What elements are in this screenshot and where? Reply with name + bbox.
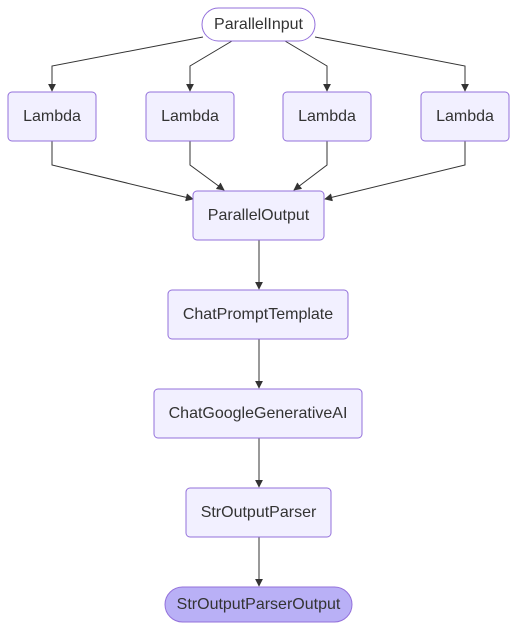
edge-lambda-1-to-parallel-output bbox=[51, 141, 194, 202]
node-parallel-input: ParallelInput bbox=[201, 7, 316, 42]
node-lambda-2-label: Lambda bbox=[161, 108, 219, 125]
edges bbox=[48, 36, 469, 587]
edge-parallel-input-to-lambda-3 bbox=[284, 40, 331, 92]
node-parallel-output-label: ParallelOutput bbox=[208, 207, 310, 224]
node-chat-prompt-template-label: ChatPromptTemplate bbox=[183, 306, 333, 323]
node-str-output-parser-output: StrOutputParserOutput bbox=[164, 586, 353, 623]
node-str-output-parser: StrOutputParser bbox=[185, 487, 332, 538]
node-lambda-1: Lambda bbox=[7, 91, 97, 142]
edge-lambda-3-to-parallel-output bbox=[293, 141, 328, 191]
node-lambda-4-label: Lambda bbox=[436, 108, 494, 125]
node-str-output-parser-output-label: StrOutputParserOutput bbox=[177, 596, 341, 613]
node-lambda-3-label: Lambda bbox=[298, 108, 356, 125]
node-lambda-3: Lambda bbox=[282, 91, 372, 142]
edge-parallel-input-to-lambda-4 bbox=[314, 36, 469, 92]
edge-lambda-4-to-parallel-output bbox=[324, 141, 466, 202]
edge-parallel-input-to-lambda-2 bbox=[186, 40, 233, 92]
node-chat-google-generative-ai: ChatGoogleGenerativeAI bbox=[153, 388, 363, 439]
node-lambda-2: Lambda bbox=[145, 91, 235, 142]
node-str-output-parser-label: StrOutputParser bbox=[201, 504, 317, 521]
node-parallel-input-label: ParallelInput bbox=[214, 16, 304, 33]
node-chat-prompt-template: ChatPromptTemplate bbox=[167, 289, 349, 340]
edge-lambda-2-to-parallel-output bbox=[189, 141, 225, 191]
node-lambda-1-label: Lambda bbox=[23, 108, 81, 125]
edge-parallel-input-to-lambda-1 bbox=[48, 36, 204, 92]
node-lambda-4: Lambda bbox=[420, 91, 510, 142]
node-chat-google-generative-ai-label: ChatGoogleGenerativeAI bbox=[169, 405, 348, 422]
node-parallel-output: ParallelOutput bbox=[192, 190, 325, 241]
